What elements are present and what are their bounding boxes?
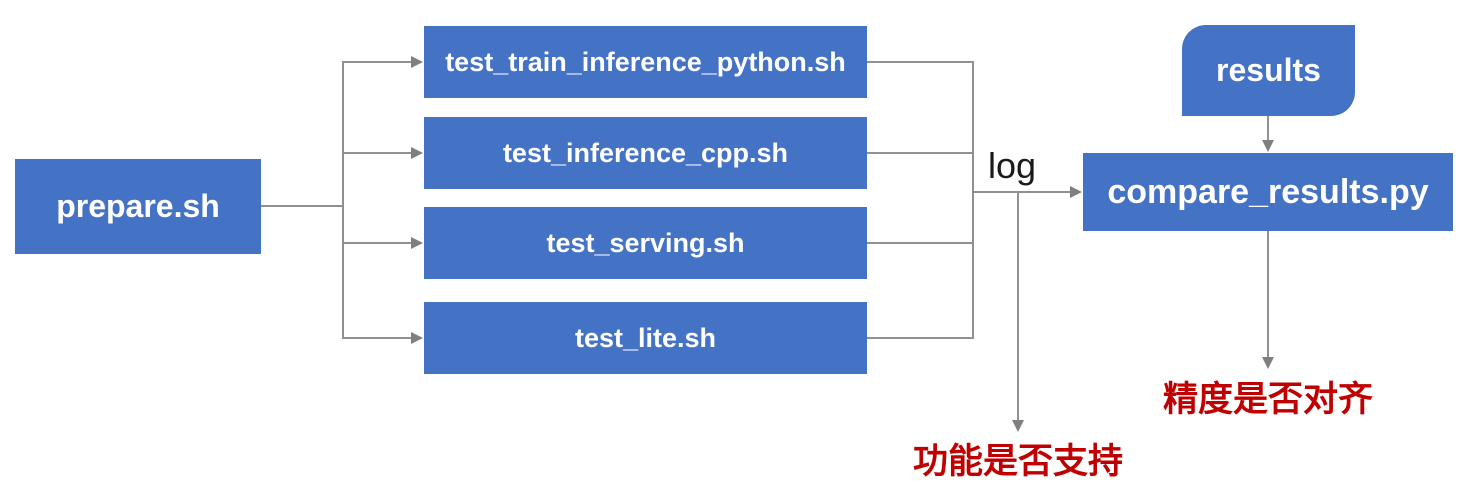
test-serving-node: test_serving.sh <box>424 207 867 279</box>
test-node-label: test_serving.sh <box>546 227 745 258</box>
connector-to-test-0 <box>342 61 412 63</box>
test-lite-node: test_lite.sh <box>424 302 867 374</box>
connector-branch-left-vertical <box>342 61 344 339</box>
connector-collector-vertical <box>972 61 974 339</box>
arrowhead-to-compare <box>1070 186 1082 198</box>
prepare-node-label: prepare.sh <box>56 188 220 224</box>
test-train-inference-python-node: test_train_inference_python.sh <box>424 26 867 98</box>
arrowhead-to-function-support <box>1012 420 1024 432</box>
results-node-label: results <box>1216 52 1321 88</box>
function-support-outcome-label: 功能是否支持 <box>913 442 1124 481</box>
connector-log-down <box>1017 192 1019 421</box>
compare-results-node-label: compare_results.py <box>1107 172 1429 211</box>
connector-test-2-out <box>867 242 973 244</box>
connector-to-test-2 <box>342 242 412 244</box>
connector-test-1-out <box>867 152 973 154</box>
arrowhead-to-test-2 <box>411 237 423 249</box>
precision-aligned-outcome-label: 精度是否对齐 <box>1163 380 1374 419</box>
arrowhead-to-precision-aligned <box>1262 357 1274 369</box>
test-inference-cpp-node: test_inference_cpp.sh <box>424 117 867 189</box>
compare-results-node: compare_results.py <box>1083 153 1453 231</box>
log-edge-label: log <box>988 145 1037 186</box>
connector-test-3-out <box>867 337 973 339</box>
test-node-label: test_lite.sh <box>574 322 717 353</box>
prepare-node: prepare.sh <box>15 159 261 254</box>
connector-compare-down <box>1267 231 1269 358</box>
results-node: results <box>1182 25 1355 116</box>
connector-test-0-out <box>867 61 973 63</box>
test-node-label: test_inference_cpp.sh <box>502 137 789 168</box>
arrowhead-results-to-compare <box>1262 140 1274 152</box>
connector-to-test-1 <box>342 152 412 154</box>
connector-to-test-3 <box>342 337 412 339</box>
arrowhead-to-test-1 <box>411 147 423 159</box>
connector-prepare-out <box>261 205 342 207</box>
connector-results-to-compare <box>1267 116 1269 142</box>
connector-log-to-compare <box>972 191 1072 193</box>
arrowhead-to-test-3 <box>411 332 423 344</box>
test-node-label: test_train_inference_python.sh <box>445 46 846 77</box>
arrowhead-to-test-0 <box>411 56 423 68</box>
